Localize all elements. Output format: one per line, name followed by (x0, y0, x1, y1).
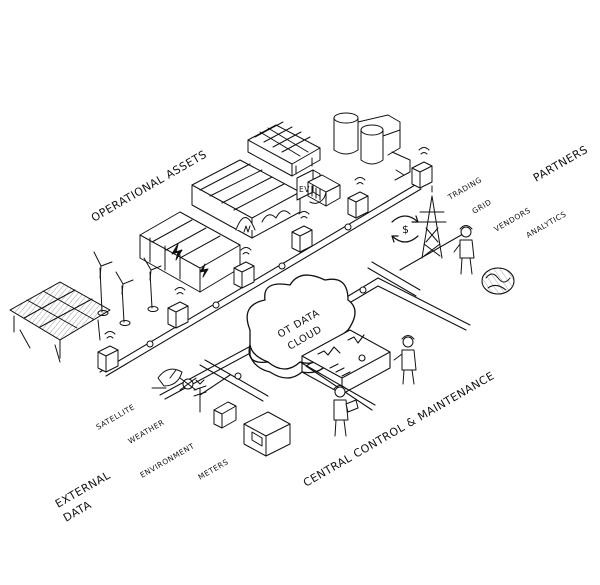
solar-panel-array (9, 281, 111, 363)
worker-figure-partners (453, 225, 475, 275)
device-dam (291, 211, 313, 253)
label-external-data: EXTERNAL DATA (53, 468, 113, 524)
label-partners: PARTNERS (531, 143, 590, 185)
label-operational-assets: OPERATIONAL ASSETS (89, 148, 209, 225)
label-weather: WEATHER (127, 418, 166, 446)
transmission-tower (417, 185, 447, 259)
label-environment: ENVIRONMENT (139, 441, 197, 479)
meter-box (243, 411, 291, 457)
battery-storage-units (139, 211, 241, 293)
label-grid: GRID (471, 197, 494, 215)
ev-charger-label: EV (299, 185, 310, 194)
device-gas (411, 147, 433, 189)
label-satellite: SATELLITE (95, 402, 137, 431)
wind-turbines (93, 251, 162, 326)
engineer-figure-standing (393, 335, 417, 385)
device-wind (167, 287, 189, 329)
satellite-icon (179, 377, 197, 391)
monitoring-devices (97, 147, 433, 373)
solar-roof-building (247, 121, 321, 177)
device-solar (97, 331, 119, 373)
hydro-dam (191, 159, 301, 239)
partner-data-bus (344, 229, 471, 331)
main-data-bus (99, 184, 422, 377)
analytics-brain-icon (481, 267, 515, 295)
engineer-figure-tablet (333, 385, 359, 437)
bus-connector-nodes (146, 223, 367, 380)
trading-cycle-icon (391, 215, 419, 243)
environment-sensor (213, 401, 237, 429)
satellite-dish (151, 368, 183, 389)
device-battery (233, 247, 255, 289)
device-building (347, 177, 369, 219)
substation-equipment (307, 174, 341, 207)
label-trading: TRADING (446, 175, 484, 202)
weather-station (193, 379, 207, 413)
trading-currency-symbol: $ (402, 223, 410, 236)
label-vendors: VENDORS (493, 206, 533, 234)
label-meters: METERS (197, 457, 231, 482)
control-dashboard-screen (301, 329, 391, 395)
gas-plant (333, 112, 411, 181)
